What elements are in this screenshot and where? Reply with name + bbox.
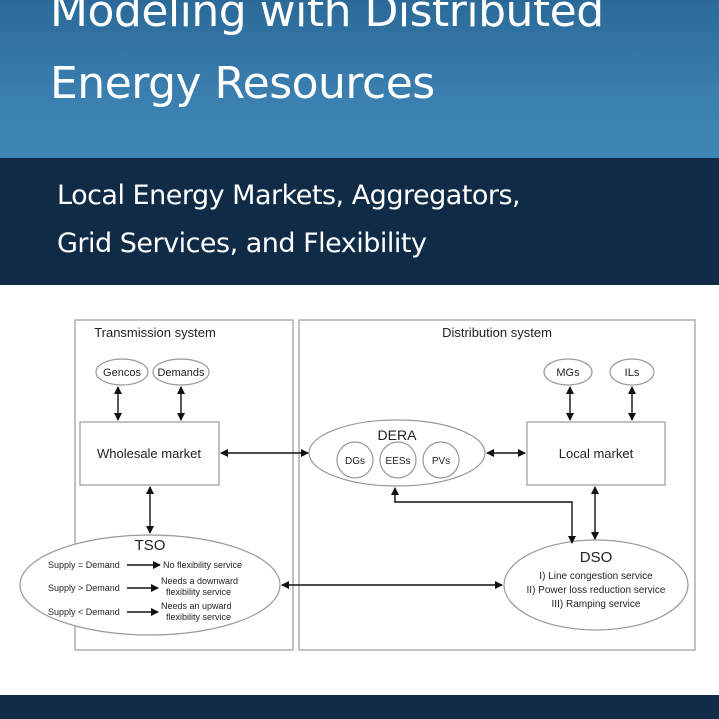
book-title-line2: Energy Resources [50, 58, 435, 109]
tso-result-3b: flexibility service [166, 612, 231, 622]
distribution-label: Distribution system [442, 325, 552, 340]
demands-label: Demands [157, 367, 205, 379]
gencos-node [95, 358, 149, 386]
pvs-label: PVs [432, 456, 450, 467]
tso-condition-3: Supply < Demand [48, 607, 120, 617]
title-band [0, 0, 719, 158]
eess-label: EESs [385, 456, 410, 467]
pvs-node [422, 441, 460, 479]
tso-result-2b: flexibility service [166, 587, 231, 597]
mgs-node [543, 358, 593, 386]
ils-label: ILs [625, 367, 640, 379]
eess-node [379, 441, 417, 479]
wholesale-market-label: Wholesale market [97, 446, 201, 461]
ils-node [609, 358, 655, 386]
gencos-label: Gencos [103, 367, 141, 379]
distribution-frame [298, 319, 696, 651]
dso-node [503, 539, 689, 631]
book-title-line1: Modeling with Distributed [50, 0, 604, 37]
dera-label: DERA [378, 427, 418, 443]
tso-result-1: No flexibility service [163, 560, 242, 570]
dso-service-3: III) Ramping service [552, 599, 641, 610]
energy-market-diagram: Transmission system Distribution system … [19, 319, 696, 651]
dera-dso-arrow [391, 487, 576, 544]
subtitle-line1: Local Energy Markets, Aggregators, [57, 180, 521, 211]
subtitle-band [0, 158, 719, 285]
tso-title: TSO [135, 537, 166, 554]
transmission-frame [74, 319, 294, 651]
demands-node [152, 358, 210, 386]
tso-result-2a: Needs a downward [161, 576, 238, 586]
subtitle-line2: Grid Services, and Flexibility [57, 228, 427, 259]
wholesale-market-box [79, 421, 220, 486]
dso-title: DSO [580, 549, 613, 566]
dgs-node [336, 441, 374, 479]
bottom-band [0, 695, 719, 719]
tso-node [19, 534, 281, 636]
dso-service-1: I) Line congestion service [539, 571, 653, 582]
dso-service-2: II) Power loss reduction service [527, 585, 666, 596]
local-market-box [526, 421, 666, 486]
tso-result-3a: Needs an upward [161, 601, 232, 611]
transmission-label: Transmission system [94, 325, 216, 340]
tso-condition-1: Supply = Demand [48, 560, 120, 570]
tso-condition-2: Supply > Demand [48, 583, 120, 593]
dgs-label: DGs [345, 456, 365, 467]
local-market-label: Local market [559, 446, 634, 461]
mgs-label: MGs [556, 367, 580, 379]
